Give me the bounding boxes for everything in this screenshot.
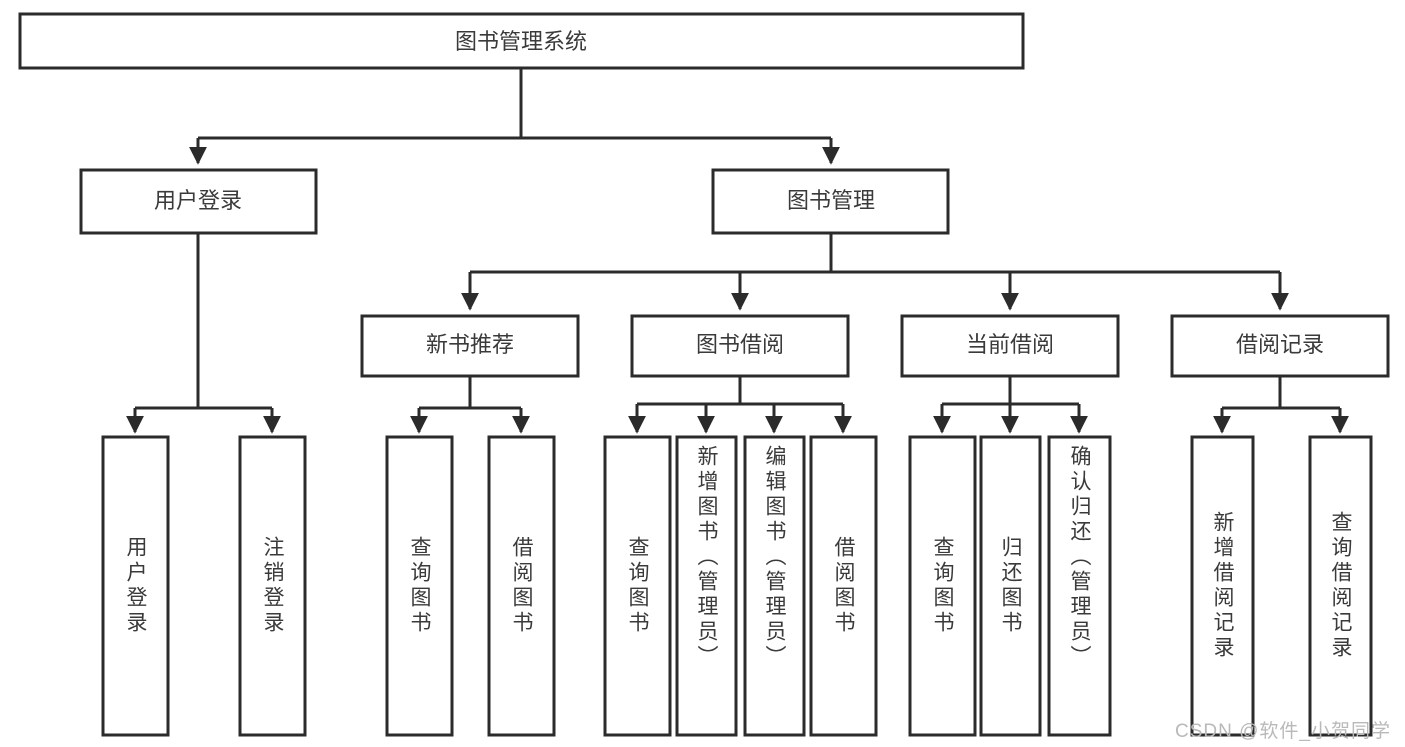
node-book-borrow-box[interactable] — [630, 314, 850, 378]
leaf-query-record-box[interactable] — [1308, 435, 1373, 737]
leaf-query-book-1-box[interactable] — [385, 435, 454, 737]
leaf-add-record-box[interactable] — [1190, 435, 1255, 737]
leaf-query-book-3-box[interactable] — [908, 435, 977, 737]
node-current-borrow-box[interactable] — [900, 314, 1120, 378]
leaf-query-book-2-box[interactable] — [603, 435, 672, 737]
leaf-query-book-1[interactable]: 查询图书 — [387, 437, 452, 735]
leaf-borrow-book-1-label: 借阅图书 — [510, 536, 534, 636]
leaf-borrow-book-1-box[interactable] — [487, 435, 556, 737]
leaf-borrow-book-2[interactable]: 借阅图书 — [811, 437, 876, 735]
leaf-confirm-return[interactable]: 确认归还（管理员） — [1049, 437, 1110, 735]
connectors-current-borrow-to-leaves — [933, 376, 1088, 434]
leaf-logout-label: 注销登录 — [261, 536, 285, 636]
leaf-return-book-box[interactable] — [979, 435, 1042, 737]
leaf-user-login-label: 用户登录 — [124, 536, 148, 636]
leaf-add-book[interactable]: 新增图书（管理员） — [677, 437, 736, 735]
leaf-edit-book-label: 编辑图书（管理员） — [763, 445, 787, 670]
leaf-user-login[interactable]: 用户登录 — [103, 437, 168, 735]
node-borrow-record[interactable]: 借阅记录 — [1170, 314, 1390, 378]
node-current-borrow[interactable]: 当前借阅 — [900, 314, 1120, 378]
node-book-borrow-label: 图书借阅 — [696, 332, 784, 357]
node-user-login-box[interactable] — [79, 168, 318, 235]
connectors-user-login-to-leaves — [126, 233, 281, 434]
connectors-root-to-level2 — [189, 68, 840, 165]
leaf-query-book-3[interactable]: 查询图书 — [910, 437, 975, 735]
leaf-query-record-label: 查询借阅记录 — [1329, 511, 1353, 661]
connectors-borrow-record-to-leaves — [1213, 376, 1349, 434]
node-new-book-recommend[interactable]: 新书推荐 — [360, 314, 580, 378]
csdn-watermark: CSDN @软件_小贺同学 — [1175, 721, 1391, 742]
leaf-logout-box[interactable] — [238, 435, 307, 737]
leaf-query-book-1-label: 查询图书 — [408, 536, 432, 636]
node-root[interactable]: 图书管理系统 — [18, 12, 1025, 70]
leaf-add-record[interactable]: 新增借阅记录 — [1192, 437, 1253, 735]
leaf-return-book[interactable]: 归还图书 — [981, 437, 1040, 735]
node-root-label: 图书管理系统 — [455, 29, 587, 54]
node-current-borrow-label: 当前借阅 — [966, 332, 1054, 357]
leaf-query-book-2-label: 查询图书 — [626, 536, 650, 636]
leaf-query-book-2[interactable]: 查询图书 — [605, 437, 670, 735]
leaf-confirm-return-label: 确认归还（管理员） — [1068, 445, 1092, 670]
leaf-edit-book[interactable]: 编辑图书（管理员） — [745, 437, 804, 735]
leaf-confirm-return-box[interactable] — [1047, 435, 1112, 737]
node-book-manage-label: 图书管理 — [787, 188, 875, 213]
leaf-borrow-book-2-label: 借阅图书 — [832, 536, 856, 636]
leaf-edit-book-box[interactable] — [743, 435, 806, 737]
connectors-new-book-recommend-to-leaves — [410, 376, 530, 434]
connectors-book-manage-to-level3 — [461, 233, 1289, 311]
node-borrow-record-label: 借阅记录 — [1236, 332, 1324, 357]
node-new-book-recommend-label: 新书推荐 — [426, 332, 514, 357]
node-book-borrow[interactable]: 图书借阅 — [630, 314, 850, 378]
node-user-login[interactable]: 用户登录 — [79, 168, 318, 235]
leaf-user-login-box[interactable] — [101, 435, 170, 737]
node-book-manage-box[interactable] — [711, 168, 950, 235]
leaf-logout[interactable]: 注销登录 — [240, 437, 305, 735]
leaf-add-record-label: 新增借阅记录 — [1211, 511, 1235, 661]
node-new-book-recommend-box[interactable] — [360, 314, 580, 378]
node-book-manage[interactable]: 图书管理 — [711, 168, 950, 235]
leaf-add-book-box[interactable] — [675, 435, 738, 737]
node-user-login-label: 用户登录 — [154, 188, 242, 213]
leaf-query-book-3-label: 查询图书 — [931, 536, 955, 636]
node-borrow-record-box[interactable] — [1170, 314, 1390, 378]
node-root-box[interactable] — [18, 12, 1025, 70]
leaf-boxes — [101, 435, 1373, 737]
leaf-borrow-book-1[interactable]: 借阅图书 — [489, 437, 554, 735]
leaf-query-record[interactable]: 查询借阅记录 — [1310, 437, 1371, 735]
leaf-add-book-label: 新增图书（管理员） — [695, 445, 719, 670]
leaf-borrow-book-2-box[interactable] — [809, 435, 878, 737]
leaf-return-book-label: 归还图书 — [999, 536, 1023, 636]
connectors-book-borrow-to-leaves — [628, 376, 852, 434]
